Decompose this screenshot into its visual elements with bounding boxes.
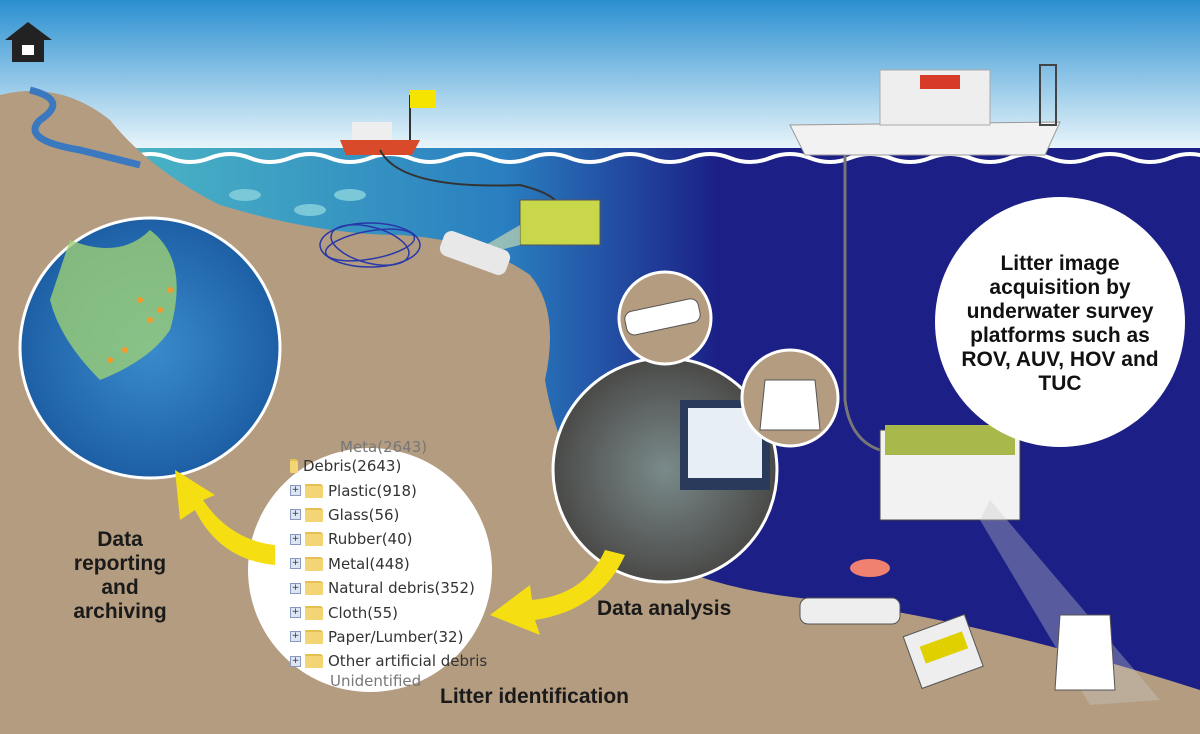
tree-item[interactable]: + Metal(448): [290, 552, 500, 576]
arrow-to-archive: [175, 470, 275, 565]
tangled-net-icon: [319, 222, 421, 268]
folder-icon: [305, 556, 323, 571]
expand-icon[interactable]: +: [290, 607, 301, 619]
text-circle: [935, 197, 1185, 447]
folder-icon: [305, 507, 323, 522]
identification-label: Litter identification: [440, 685, 629, 708]
bottle-icon: [439, 231, 511, 275]
tree-item[interactable]: + Rubber(40): [290, 527, 500, 551]
tree-item[interactable]: + Plastic(918): [290, 478, 500, 502]
tree-item[interactable]: + Cloth(55): [290, 600, 500, 624]
house-icon: [5, 22, 52, 62]
tree-item[interactable]: + Paper/Lumber(32): [290, 625, 500, 649]
analysis-label: Data analysis: [597, 597, 732, 620]
tree-partial-bottom: Unidentified: [330, 673, 422, 688]
folder-icon: [305, 629, 323, 644]
expand-icon[interactable]: +: [290, 655, 301, 667]
fish-icon: [229, 189, 366, 216]
red-fish-icon: [850, 559, 890, 577]
river: [29, 86, 141, 169]
expand-icon[interactable]: +: [290, 582, 301, 594]
expand-icon[interactable]: +: [290, 509, 301, 521]
tree-item-label: Glass(56): [328, 505, 400, 524]
tree-item-label: Paper/Lumber(32): [328, 627, 464, 646]
tree-item-label: Metal(448): [328, 554, 410, 573]
tree-item[interactable]: + Glass(56): [290, 503, 500, 527]
tree-item-label: Natural debris(352): [328, 579, 475, 598]
tree-root-label: Debris(2643): [303, 457, 402, 476]
litter-category-tree: Meta(2643) Debris(2643) + Plastic(918) + G…: [290, 440, 500, 688]
folder-icon: [305, 581, 323, 596]
arrow-to-identification: [490, 550, 625, 635]
research-vessel-icon: [789, 64, 1061, 156]
folder-icon: [290, 459, 298, 474]
seafloor-litter-icons: [799, 597, 1116, 691]
acquisition-label: Litter image acquisition by underwater s…: [961, 252, 1159, 395]
expand-icon[interactable]: +: [290, 485, 301, 497]
folder-icon: [305, 654, 323, 669]
tree-item-label: Cloth(55): [328, 603, 398, 622]
tree-item[interactable]: + Other artificial debris: [290, 649, 500, 673]
folder-icon: [305, 532, 323, 547]
tether-cable: [843, 155, 881, 452]
expand-icon[interactable]: +: [290, 631, 301, 643]
reporting-label: Data reporting and archiving: [73, 528, 167, 623]
folder-icon: [305, 605, 323, 620]
expand-icon[interactable]: +: [290, 558, 301, 570]
tree-partial-top: Meta(2643): [340, 440, 428, 454]
tree-item-label: Plastic(918): [328, 481, 417, 500]
tree-root[interactable]: Debris(2643): [290, 454, 500, 478]
tree-item[interactable]: + Natural debris(352): [290, 576, 500, 600]
folder-icon: [305, 483, 323, 498]
expand-icon[interactable]: +: [290, 533, 301, 545]
fishing-boat-icon: [340, 90, 436, 155]
tree-item-label: Other artificial debris: [328, 652, 488, 671]
rov-large-icon: [879, 425, 1160, 705]
tree-item-label: Rubber(40): [328, 530, 413, 549]
